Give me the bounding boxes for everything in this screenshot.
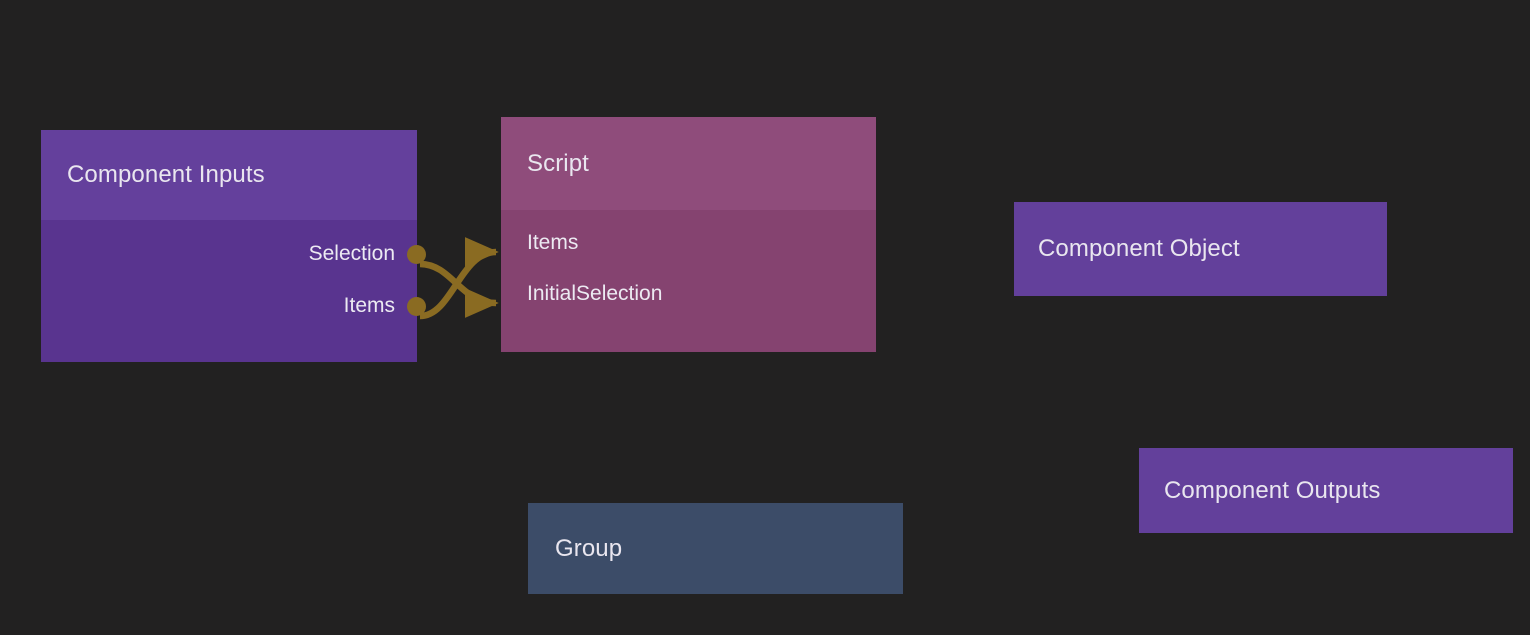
input-port-items[interactable]: Items — [501, 228, 578, 258]
wire-items-to-items — [419, 237, 499, 320]
node-group-header[interactable]: Group — [528, 503, 903, 594]
output-port-items-label: Items — [343, 294, 395, 317]
wire-selection-to-initialselection — [419, 260, 499, 318]
node-script-body: Items InitialSelection — [501, 210, 876, 352]
output-port-selection[interactable]: Selection — [308, 239, 426, 269]
node-script-header[interactable]: Script — [501, 117, 876, 210]
node-component-object-header[interactable]: Component Object — [1014, 202, 1387, 296]
node-component-outputs-header[interactable]: Component Outputs — [1139, 448, 1513, 533]
output-port-selection-label: Selection — [308, 242, 395, 265]
node-component-outputs[interactable]: Component Outputs — [1139, 448, 1513, 533]
output-port-items[interactable]: Items — [343, 291, 426, 321]
input-port-initialselection[interactable]: InitialSelection — [501, 279, 662, 309]
node-component-object[interactable]: Component Object — [1014, 202, 1387, 296]
node-component-inputs-body: Selection Items — [41, 220, 426, 362]
node-component-inputs[interactable]: Component Inputs Selection Items — [41, 130, 426, 362]
node-group-title: Group — [555, 534, 623, 562]
node-component-object-title: Component Object — [1038, 235, 1240, 262]
node-script[interactable]: Script Items InitialSelection — [501, 117, 876, 352]
node-group[interactable]: Group — [528, 503, 903, 594]
node-component-inputs-title: Component Inputs — [67, 161, 265, 188]
input-port-initialselection-label: InitialSelection — [527, 282, 663, 305]
output-port-selection-dot-icon[interactable] — [407, 244, 426, 264]
output-port-items-dot-icon[interactable] — [407, 296, 426, 316]
node-component-outputs-title: Component Outputs — [1164, 476, 1381, 504]
input-port-items-label: Items — [527, 231, 579, 254]
node-script-title: Script — [527, 149, 589, 177]
node-component-inputs-header[interactable]: Component Inputs — [41, 130, 417, 220]
